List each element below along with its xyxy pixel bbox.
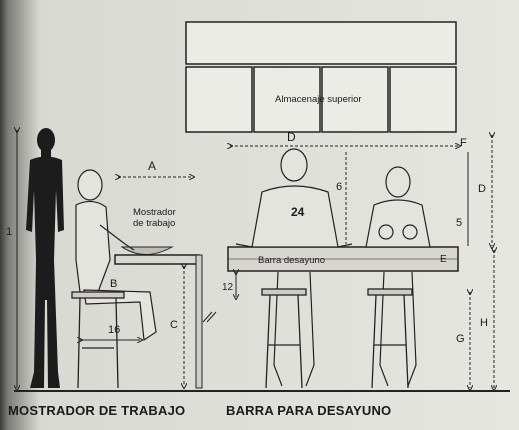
break-mark [202,311,217,323]
breakfast-bar-label: Barra desayuno [258,255,325,266]
caption-work-counter: MOSTRADOR DE TRABAJO [8,403,186,418]
dimension-D-right: D [478,135,492,246]
upper-storage-cabinet [185,21,457,133]
dimension-G: G [456,292,470,388]
dimension-D-top-label: D [287,130,296,144]
work-counter [114,246,203,389]
dimension-H: H [480,250,494,388]
dimension-12: 12 [222,272,236,297]
breakfast-male-figure [235,148,353,387]
dimension-1: 1 [6,130,17,388]
standing-person-silhouette [26,128,64,388]
seated-person-counter [75,169,157,342]
dimension-A: A [118,159,192,177]
dimension-H-label: H [480,317,488,329]
breakfast-female-figure [365,166,431,387]
breakfast-bar [227,246,459,272]
dimension-5: 5 [456,152,469,246]
dimension-C: C [170,266,184,386]
work-counter-label-line: de trabajo [133,218,175,229]
dimension-D-top: D [230,130,458,146]
upper-storage-label: Almacenaje superior [275,94,362,105]
dimension-5-label: 5 [456,217,462,229]
figure-number-label: 24 [291,205,305,219]
caption-breakfast-bar: BARRA PARA DESAYUNO [226,403,392,418]
dimension-B-label: B [110,278,117,290]
dimension-6-label: 6 [336,181,342,193]
counter-stool [71,291,125,389]
dimension-16: 16 [80,324,140,340]
dimension-C-label: C [170,319,178,331]
dimension-6: 6 [336,152,347,244]
dimension-F-label: F [460,137,467,149]
dimension-A-label: A [148,159,156,173]
bar-stool-right [367,288,413,389]
dimension-G-label: G [456,333,465,345]
dimension-E-label: E [440,254,447,265]
dimension-16-label: 16 [108,324,120,336]
dimension-D-right-label: D [478,183,486,195]
work-counter-label-text: Mostrador [133,207,176,218]
work-counter-label: Mostrador de trabajo [133,207,178,229]
dimension-12-label: 12 [222,282,234,293]
bar-stool-left [261,288,307,389]
dimension-1-label: 1 [6,226,12,238]
